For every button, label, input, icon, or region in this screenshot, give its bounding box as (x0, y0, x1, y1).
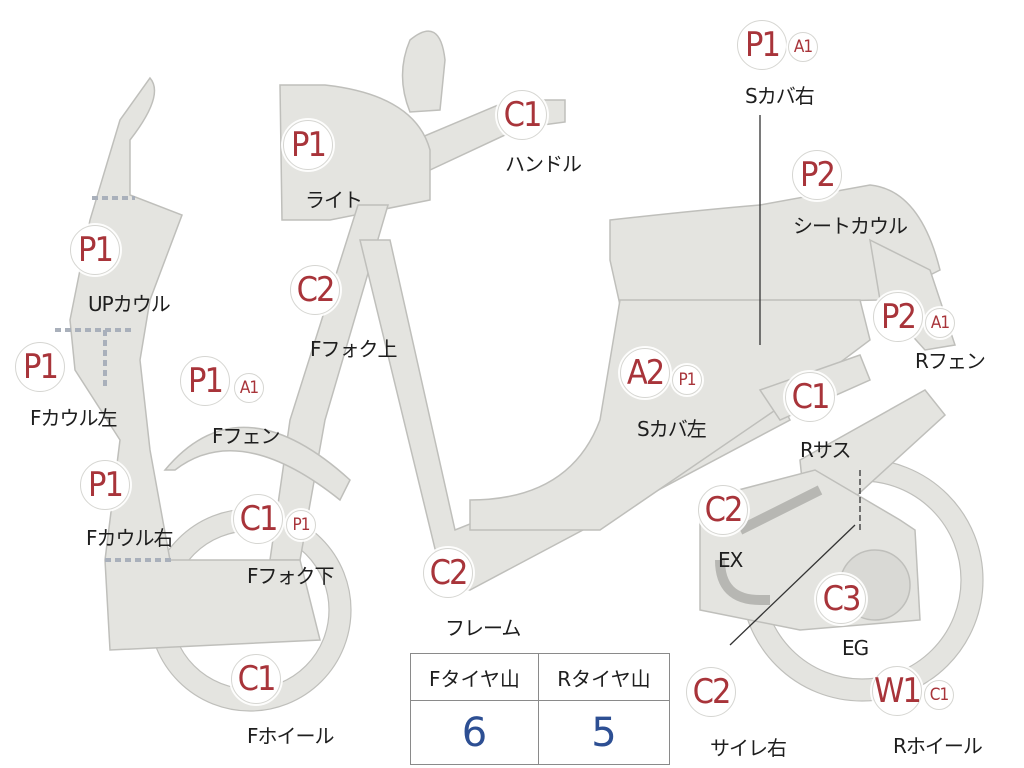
code-badge: C2 (423, 548, 473, 598)
windshield-shape (401, 30, 446, 113)
code-badge: P1 (15, 342, 65, 392)
part-label: Rホイール (893, 734, 983, 758)
code-badge: C1 (924, 680, 954, 710)
code-badge: C1 (231, 654, 281, 704)
code-badge: P1 (737, 20, 787, 70)
tire-tread-table: Fタイヤ山 Rタイヤ山 6 5 (410, 653, 671, 765)
part-label: Rフェン (915, 349, 986, 373)
code-badge: W1 (872, 666, 922, 716)
part-label: サイレ右 (710, 736, 787, 760)
headlight-shape (279, 84, 431, 221)
rear-tread-header: Rタイヤ山 (537, 653, 671, 701)
part-label: ハンドル (505, 152, 582, 176)
part-label: Fカウル左 (30, 406, 118, 430)
part-label: Sカバ右 (745, 84, 815, 108)
code-badge: P1 (180, 356, 230, 406)
exhaust-pipe-shape (715, 485, 823, 605)
part-label: UPカウル (88, 292, 171, 316)
code-badge: C3 (816, 574, 866, 624)
part-label: EG (842, 636, 869, 660)
part-label: Rサス (800, 438, 851, 462)
code-badge: P1 (672, 365, 702, 395)
part-label: Fフォク上 (310, 337, 398, 361)
seat-cowl-shape (609, 184, 941, 306)
side-cover-shape (469, 299, 871, 531)
code-badge: P2 (792, 150, 842, 200)
code-badge: C1 (233, 494, 283, 544)
part-label: ライト (305, 188, 363, 212)
part-label: Fフェン (212, 424, 281, 448)
part-label: シートカウル (793, 214, 908, 238)
part-label: EX (718, 548, 743, 572)
part-label: Fフォク下 (247, 564, 335, 588)
code-badge: A1 (234, 373, 264, 403)
front-tread-value: 6 (410, 700, 539, 765)
rear-tread-value: 5 (537, 700, 671, 765)
code-badge: C2 (686, 667, 736, 717)
part-label: Fホイール (247, 724, 335, 748)
code-badge: P2 (873, 292, 923, 342)
code-badge: A2 (620, 348, 670, 398)
code-badge: A1 (788, 32, 818, 62)
code-badge: P1 (283, 120, 333, 170)
code-badge: P1 (70, 225, 120, 275)
code-badge: C1 (785, 372, 835, 422)
code-badge: A1 (925, 308, 955, 338)
front-tread-header: Fタイヤ山 (410, 653, 539, 701)
part-label: Sカバ左 (637, 417, 707, 441)
code-badge: P1 (80, 460, 130, 510)
leader-muffler (729, 524, 856, 646)
part-label: フレーム (445, 616, 521, 640)
front-fender-shape (163, 426, 351, 502)
code-badge: P1 (286, 510, 316, 540)
part-label: Fカウル右 (86, 526, 174, 550)
code-badge: C1 (497, 90, 547, 140)
code-badge: C2 (290, 265, 340, 315)
code-badge: C2 (698, 485, 748, 535)
front-cowl-shape (69, 76, 321, 651)
